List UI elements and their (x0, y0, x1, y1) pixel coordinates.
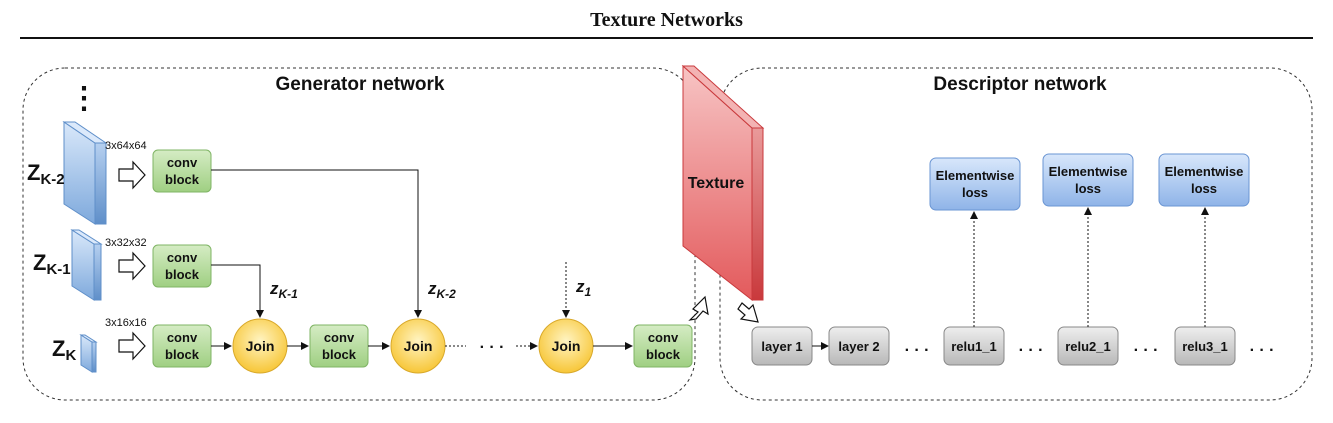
svg-text:block: block (165, 172, 200, 187)
size-label-64: 3x64x64 (105, 140, 147, 152)
svg-text:layer 2: layer 2 (838, 339, 879, 354)
size-label-32: 3x32x32 (105, 237, 147, 249)
generator-ellipsis: · · · (480, 339, 505, 356)
loss-box-1: Elementwise loss (929, 157, 1021, 211)
svg-text:conv: conv (324, 330, 355, 345)
vertical-ellipsis: ⋮ (69, 82, 99, 115)
loss-box-2: Elementwise loss (1042, 153, 1134, 207)
generator-to-texture-arrow (688, 295, 709, 321)
page-title: Texture Networks (590, 9, 743, 31)
svg-text:conv: conv (167, 250, 198, 265)
edge-conv-k-2-to-join-2 (211, 169, 422, 318)
svg-text:Join: Join (404, 338, 433, 354)
title-rule (20, 37, 1313, 39)
input-tensor-k-2 (62, 121, 108, 225)
descriptor-ellipsis-4: · · · (1250, 342, 1275, 359)
svg-text:loss: loss (1075, 181, 1101, 196)
layer-box-relu3-1: relu3_1 (1174, 326, 1236, 366)
input-tensor-k-1 (70, 229, 103, 301)
svg-text:Join: Join (552, 338, 581, 354)
svg-text:Elementwise: Elementwise (936, 168, 1015, 183)
z-label-k-2: zK-2 (427, 279, 456, 301)
input-tensor-k (79, 334, 98, 373)
svg-text:block: block (165, 347, 200, 362)
edge-conv-k-1-to-join-1 (211, 264, 264, 318)
generator-network-label: Generator network (276, 74, 445, 95)
input-arrow-k-2 (118, 160, 146, 190)
input-arrow-k (118, 331, 146, 361)
join-node-3: Join (538, 318, 594, 374)
svg-text:conv: conv (167, 155, 198, 170)
texture-slab: Texture (681, 64, 765, 302)
z-label-k-1: zK-1 (269, 279, 298, 301)
input-label-k-1: ZK-1 (33, 250, 71, 278)
svg-text:Join: Join (246, 338, 275, 354)
input-label-k-2: ZK-2 (27, 160, 65, 188)
join-node-2: Join (390, 318, 446, 374)
layer-box-1: layer 1 (751, 326, 813, 366)
svg-text:conv: conv (648, 330, 679, 345)
conv-block-k-2: conv block (152, 149, 212, 193)
svg-text:Elementwise: Elementwise (1049, 164, 1128, 179)
layer-box-relu2-1: relu2_1 (1057, 326, 1119, 366)
svg-text:loss: loss (962, 185, 988, 200)
texture-to-descriptor-arrow (737, 302, 759, 323)
input-arrow-k-1 (118, 251, 146, 281)
svg-text:layer 1: layer 1 (761, 339, 802, 354)
descriptor-ellipsis-1: · · · (905, 342, 930, 359)
svg-text:block: block (165, 267, 200, 282)
descriptor-ellipsis-3: · · · (1134, 342, 1159, 359)
conv-block-k: conv block (152, 324, 212, 368)
join-node-1: Join (232, 318, 288, 374)
input-label-k: ZK (52, 336, 76, 364)
svg-text:relu2_1: relu2_1 (1065, 339, 1111, 354)
svg-text:block: block (322, 347, 357, 362)
svg-text:Elementwise: Elementwise (1165, 164, 1244, 179)
descriptor-network-label: Descriptor network (933, 74, 1107, 95)
size-label-16: 3x16x16 (105, 317, 147, 329)
z-label-1: z1 (575, 277, 592, 299)
conv-block-k-1: conv block (152, 244, 212, 288)
descriptor-ellipsis-2: · · · (1019, 342, 1044, 359)
svg-text:relu1_1: relu1_1 (951, 339, 997, 354)
svg-text:block: block (646, 347, 681, 362)
svg-text:relu3_1: relu3_1 (1182, 339, 1228, 354)
conv-block-mid: conv block (309, 324, 369, 368)
svg-text:conv: conv (167, 330, 198, 345)
generator-network-box (22, 67, 696, 401)
svg-text:loss: loss (1191, 181, 1217, 196)
texture-label: Texture (688, 175, 745, 192)
layer-box-2: layer 2 (828, 326, 890, 366)
layer-box-relu1-1: relu1_1 (943, 326, 1005, 366)
loss-box-3: Elementwise loss (1158, 153, 1250, 207)
conv-block-final: conv block (633, 324, 693, 368)
